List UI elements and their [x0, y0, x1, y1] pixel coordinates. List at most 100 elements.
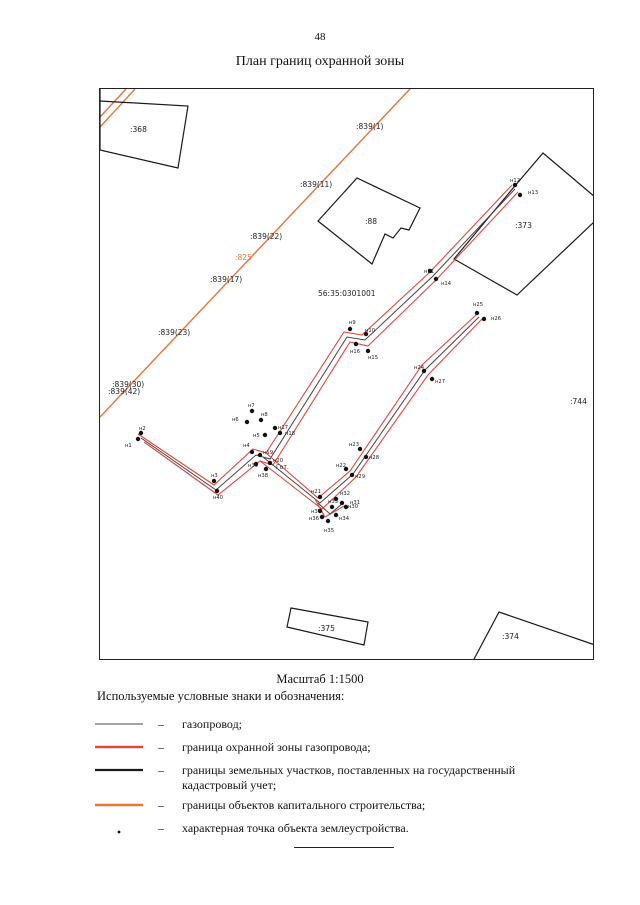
point-label: н28 [369, 455, 379, 461]
land-plot-368 [100, 100, 189, 169]
point-label: н1 [125, 443, 132, 449]
parcel-label-839-23: :839(23) [158, 328, 190, 337]
parcel-label-375: :375 [318, 624, 335, 633]
point-label: н13 [528, 190, 538, 196]
legend-text: газопровод; [182, 717, 243, 731]
point-label: н7 [248, 403, 255, 409]
land-plot-boundaries [100, 89, 593, 659]
point-label: н39 [248, 463, 258, 469]
protection-zone-branch-b [259, 318, 483, 510]
point-label: н22 [336, 463, 346, 469]
point-label: н4 [243, 443, 250, 449]
survey-point-n27 [429, 376, 435, 382]
land-plot-88 [317, 177, 421, 265]
point-label: н19 [263, 450, 273, 456]
point-label: н10 [365, 328, 375, 334]
survey-point-n34 [333, 512, 339, 518]
legend-dash: – [158, 821, 164, 835]
point-labels: н1 н2 н3 н4 н5 н6 н7 н8 н9 н10 н11 н12 н… [125, 178, 538, 534]
point-label: н27 [435, 379, 445, 385]
land-plot-legend-icon [95, 768, 143, 772]
parcel-label-88: :88 [365, 217, 377, 226]
survey-point-n4 [249, 449, 255, 455]
point-label: н18 [285, 431, 295, 437]
parcel-label-368: :368 [130, 125, 147, 134]
survey-point-n37 [317, 508, 323, 514]
parcel-label-839-11: :839(11) [300, 180, 332, 189]
gas-pipe-line [140, 188, 516, 491]
capital-object-legend-icon [95, 803, 143, 807]
page-number: 48 [314, 31, 326, 43]
point-label: н24 [414, 365, 425, 371]
survey-point-n22 [343, 466, 349, 472]
land-plot-375 [286, 607, 369, 646]
point-label: н14 [441, 281, 452, 287]
point-label: н26 [491, 316, 501, 322]
point-label: н12 [510, 178, 520, 184]
map-scale: Масштаб 1:1500 [276, 672, 364, 686]
map-canvas: :368 :839(1) :839(11) :88 :373 :839(22) … [100, 89, 593, 659]
survey-point-n3 [211, 478, 217, 484]
point-label: н31 [350, 500, 360, 506]
survey-point-n5 [262, 432, 268, 438]
point-label: н37 [311, 509, 321, 515]
legend-text: границы земельных участков, поставленных… [182, 763, 516, 792]
capital-object-boundaries [100, 89, 411, 418]
survey-point-n29 [349, 472, 355, 478]
point-label: н11 [424, 269, 434, 275]
point-label: н17 [278, 425, 288, 431]
footer-divider [294, 847, 394, 848]
legend-text: характерная точка объекта землеустройств… [182, 821, 409, 835]
legend-text: граница охранной зоны газопровода; [182, 740, 371, 754]
survey-point-legend-icon [117, 830, 121, 834]
survey-point-n31 [343, 504, 349, 510]
point-label: н23 [349, 442, 359, 448]
survey-point-n13 [517, 192, 523, 198]
parcel-label-839-30: :839(30) [112, 380, 144, 389]
protection-zone-branch-a [265, 314, 477, 499]
survey-point-n35 [325, 518, 331, 524]
parcel-label-839-22: :839(22) [250, 232, 282, 241]
page-title: План границ охранной зоны [235, 54, 405, 69]
legend-dash: – [158, 717, 164, 731]
survey-point-n6 [244, 419, 250, 425]
survey-point-n15 [365, 348, 371, 354]
land-plot-374 [473, 611, 593, 659]
survey-point-n26 [481, 316, 487, 322]
point-label: н16 [350, 349, 360, 355]
parcel-label-839-17: :839(17) [210, 275, 242, 284]
parcel-labels: :368 :839(1) :839(11) :88 :373 :839(22) … [108, 122, 587, 641]
capital-object-line [100, 89, 136, 128]
point-label: н21 [311, 489, 321, 495]
survey-point-n7 [249, 408, 255, 414]
survey-point-n17 [272, 425, 278, 431]
survey-point-n16 [353, 341, 359, 347]
protection-zone-outer [137, 184, 513, 486]
point-label: н15 [368, 355, 378, 361]
survey-point-n8 [258, 417, 264, 423]
legend-title: Используемые условные знаки и обозначени… [97, 689, 345, 703]
parcel-label-839-1: :839(1) [356, 122, 384, 131]
survey-point-n12 [512, 182, 518, 188]
survey-point-n19 [257, 452, 263, 458]
point-label: н2 [139, 426, 146, 432]
point-label: н36 [309, 516, 319, 522]
survey-point-n20 [267, 460, 273, 466]
survey-point-n33 [329, 504, 335, 510]
point-label: н9 [349, 320, 356, 326]
survey-point-n9 [347, 326, 353, 332]
protection-zone-legend-icon [95, 745, 143, 749]
point-label: н6 [232, 417, 239, 423]
survey-point-n40 [214, 488, 220, 494]
point-label: н33 [328, 499, 338, 505]
point-label: н29 [355, 474, 365, 480]
cadastral-quarter-label: 56:35:0301001 [318, 289, 376, 298]
legend-dash: – [158, 763, 164, 777]
survey-point-n36 [319, 514, 325, 520]
point-label: н35 [324, 528, 334, 534]
parcel-label-374: :374 [502, 632, 519, 641]
survey-point-n28 [363, 454, 369, 460]
survey-point-n24 [421, 368, 427, 374]
parcel-label-744: :744 [570, 397, 587, 406]
land-plot-373 [453, 152, 593, 296]
